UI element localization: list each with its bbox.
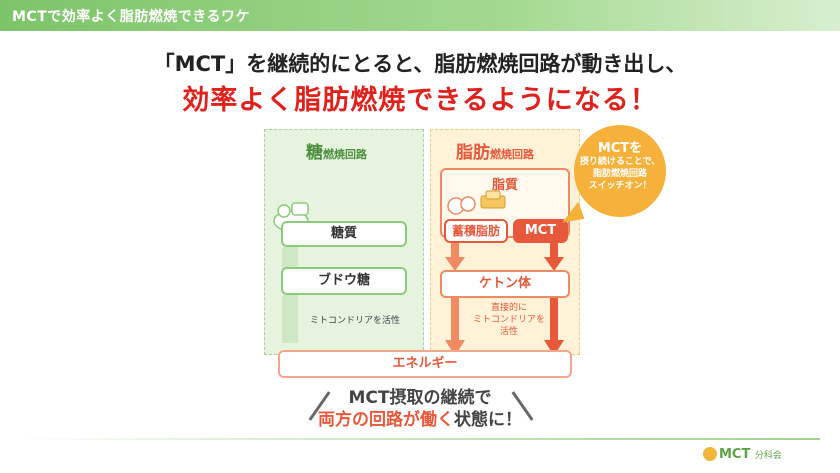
logo-sub-text: 分科会 [754,451,782,461]
logo-text: MCT [719,447,751,462]
down-arrow [282,247,298,269]
page-title: MCTで効率よく脂肪燃焼できるワケ [12,9,250,25]
bubble-line2: 摂り続けることで、 [579,157,661,167]
down-arrow [445,243,465,271]
sugar-circuit-title: 糖燃焼回路 [306,138,367,163]
mct-box: MCT [513,219,568,243]
headline-line1: 「MCT」を継続的にとると、脂肪燃焼回路が動き出し、 [153,52,687,76]
down-arrow [445,298,465,356]
mitochondria-note-left: ミトコンドリアを活性 [309,316,400,326]
sugar-title-big: 糖 [306,143,323,163]
logo-icon [703,447,717,461]
carbohydrate-box: 糖質 [281,221,407,247]
summary-rest: 状態に！ [454,410,522,430]
body-fat-icon [447,196,476,215]
glucose-box: ブドウ糖 [281,267,407,295]
butter-icon [480,190,506,209]
mitochondria-note-right: 直接的に ミトコンドリアを 活性 [472,303,545,337]
summary-line1: MCT摂取の継続で [348,388,492,408]
down-arrow [544,243,564,271]
ketone-box: ケトン体 [440,270,570,298]
down-arrow [282,295,298,343]
footer-divider [20,438,820,440]
bubble-line4: スイッチオン！ [588,181,652,191]
summary-highlight: 両方の回路が働く [318,410,454,430]
down-arrow [544,298,564,356]
fat-circuit-title: 脂肪燃焼回路 [456,138,534,163]
summary-line2: 両方の回路が働く状態に！ [0,405,840,430]
footer-logo: MCT 分科会 [719,447,782,462]
stored-fat-box: 蓄積脂肪 [444,219,508,243]
sugar-title-small: 燃焼回路 [323,148,367,161]
headline-line2: 効率よく脂肪燃焼できるようになる！ [182,85,658,116]
bubble-line3: 脂肪燃焼回路 [592,169,647,179]
speech-bubble: MCTを 摂り続けることで、 脂肪燃焼回路 スイッチオン！ [574,125,666,217]
energy-box: エネルギー [278,350,572,378]
fat-label: 脂質 [491,178,518,193]
bubble-line1: MCTを [597,141,643,156]
fat-title-small: 燃焼回路 [490,148,534,161]
fat-title-big: 脂肪 [456,143,490,163]
header-bar: MCTで効率よく脂肪燃焼できるワケ [0,0,840,31]
